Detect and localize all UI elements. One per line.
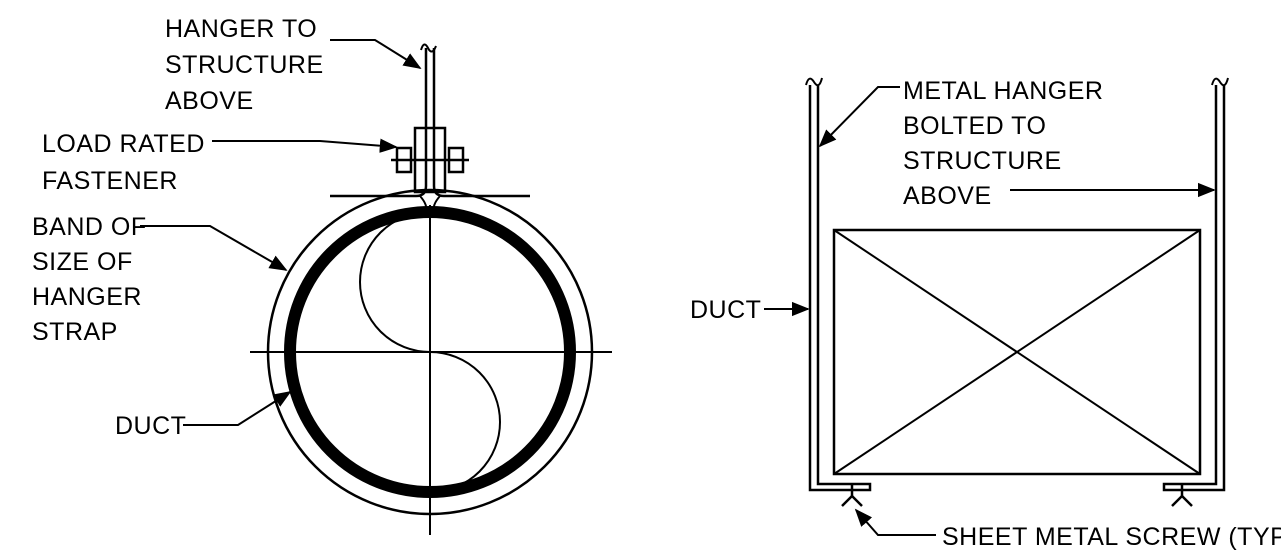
label-hanger-line1: HANGER TO (165, 15, 317, 43)
label-hanger-line3: ABOVE (165, 87, 254, 115)
sheet-metal-screw-left (841, 484, 863, 507)
label-metal-hanger-line1: METAL HANGER (903, 77, 1103, 105)
label-sheet-metal-screw: SHEET METAL SCREW (TYP.) (942, 523, 1281, 551)
label-fastener-line2: FASTENER (42, 167, 178, 195)
label-metal-hanger-line3: STRUCTURE (903, 147, 1062, 175)
leader-band (140, 225, 288, 271)
round-duct-symbol (359, 211, 501, 493)
label-band-line3: HANGER (32, 283, 142, 311)
leader-fastener (212, 138, 398, 153)
break-symbol-left (805, 77, 823, 87)
label-fastener-line1: LOAD RATED (42, 130, 205, 158)
label-band-line2: SIZE OF (32, 248, 133, 276)
hanger-band (266, 188, 594, 516)
leader-hanger (330, 39, 422, 69)
label-band-line4: STRAP (32, 318, 118, 346)
leader-duct (183, 391, 292, 426)
label-metal-hanger-line2: BOLTED TO (903, 112, 1046, 140)
label-duct-rect: DUCT (690, 296, 761, 324)
hanger-strap (330, 48, 428, 198)
leader-metal-hanger-left (818, 86, 900, 148)
label-fastener: LOAD RATED FASTENER (42, 130, 212, 195)
rectangular-duct-detail: METAL HANGER BOLTED TO STRUCTURE ABOVE D… (690, 77, 1281, 551)
strap-neck (419, 195, 441, 213)
break-symbol-right (1211, 77, 1229, 87)
label-metal-hanger: METAL HANGER BOLTED TO STRUCTURE ABOVE (903, 77, 1111, 210)
label-band: BAND OF SIZE OF HANGER STRAP (32, 213, 154, 346)
sheet-metal-screw-right (1171, 484, 1193, 507)
duct-diagonal-2 (833, 229, 1201, 475)
break-symbol (420, 43, 437, 53)
label-hanger-line2: STRUCTURE (165, 51, 324, 79)
label-band-line1: BAND OF (32, 213, 147, 241)
round-duct-detail: HANGER TO STRUCTURE ABOVE LOAD RATED FAS… (32, 15, 612, 535)
label-duct-round: DUCT (115, 412, 186, 440)
left-metal-hanger (808, 85, 872, 492)
right-metal-hanger (1162, 85, 1226, 492)
rectangular-duct (832, 228, 1202, 476)
leader-screw (854, 508, 936, 536)
hanger-strap-right (432, 48, 530, 198)
label-hanger: HANGER TO STRUCTURE ABOVE (165, 15, 331, 115)
label-metal-hanger-line4: ABOVE (903, 182, 992, 210)
